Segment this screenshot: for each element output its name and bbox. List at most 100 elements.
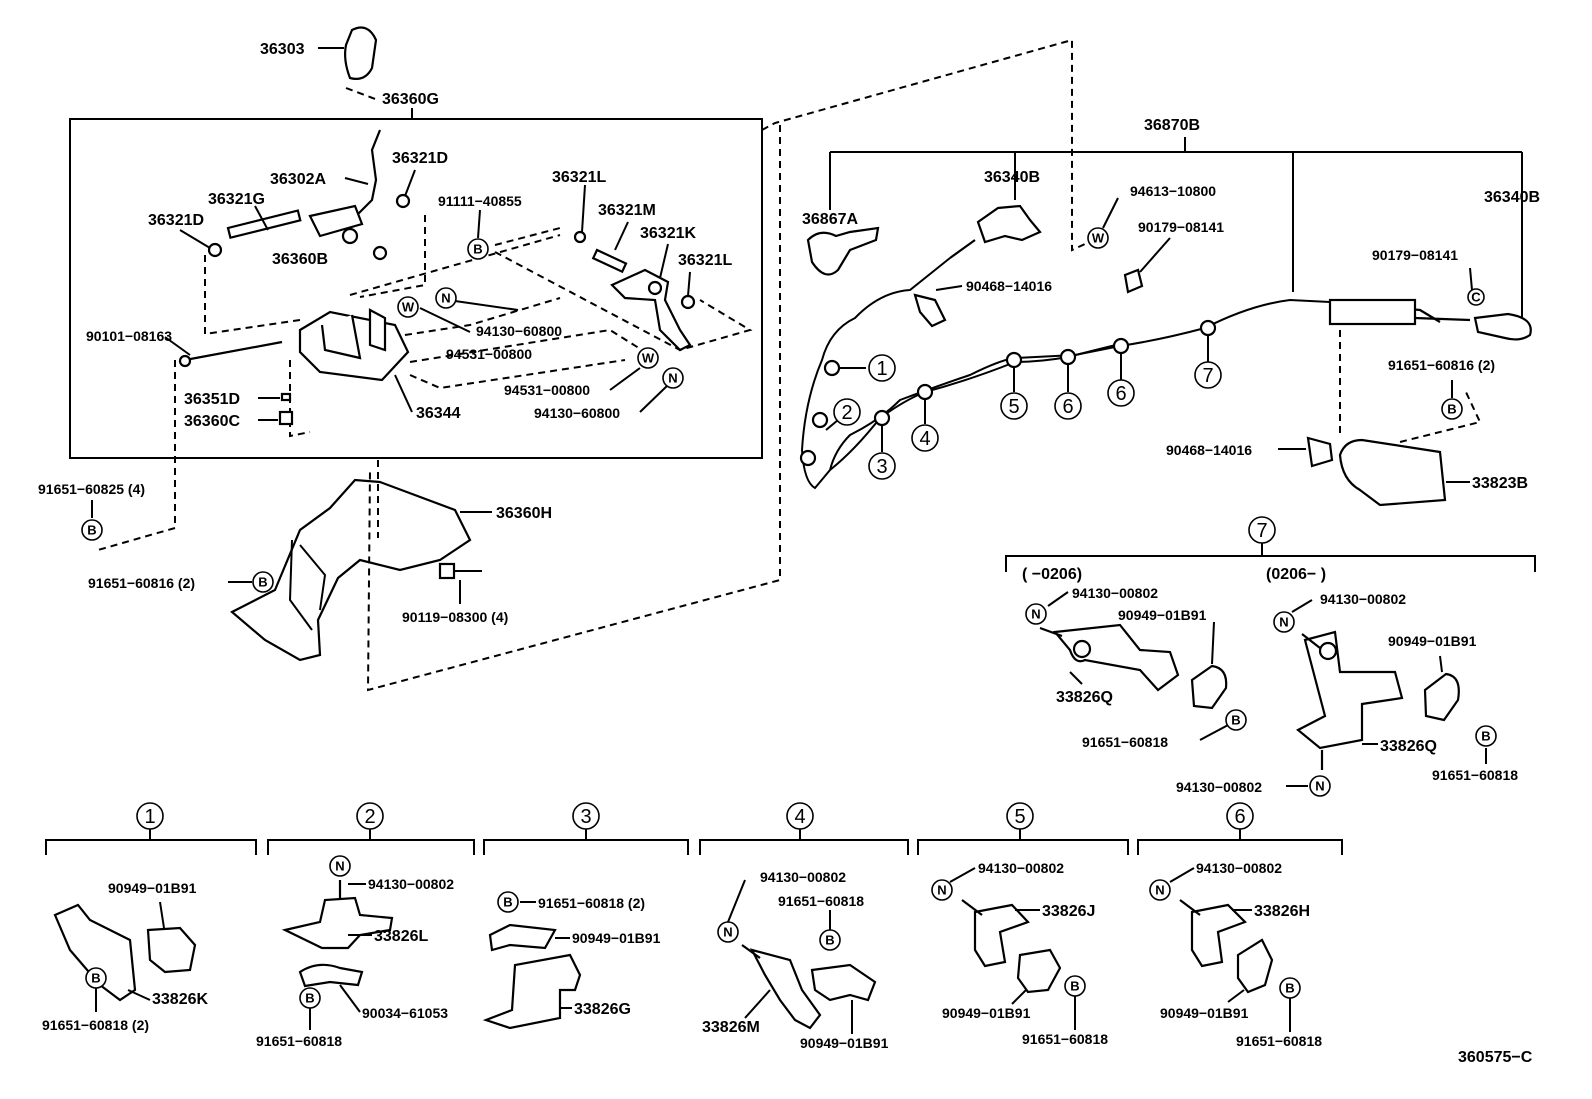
label-g4-90949: 90949−01B91: [800, 1035, 889, 1051]
bracket-fold: [288, 539, 313, 631]
svg-text:W: W: [402, 300, 415, 315]
clamp-33826J: [973, 903, 1030, 968]
svg-text:N: N: [668, 371, 677, 386]
symbol-B-g6: B: [1279, 977, 1301, 999]
label-g6-90949: 90949−01B91: [1160, 1005, 1249, 1021]
svg-text:N: N: [1315, 779, 1324, 794]
symbol-W-94613: W: [1087, 227, 1109, 249]
cable-end-rod-left: [949, 239, 976, 259]
callout-5-group: 5: [1006, 802, 1034, 830]
nut-36321D-left: [207, 242, 223, 258]
label-91651-60816-r: 91651−60816 (2): [1388, 357, 1495, 373]
clip-90468-left: [913, 293, 947, 328]
bolt-head: [178, 354, 192, 368]
bracket-group1: [45, 839, 257, 855]
bracket-group5: [917, 839, 1129, 855]
leader-36321G: [254, 205, 269, 231]
label-g2-94130: 94130−00802: [368, 876, 454, 892]
symbol-N-1: N: [435, 287, 457, 309]
diagram-id: 360575−C: [1458, 1049, 1533, 1066]
label-36321D-b: 36321D: [148, 212, 204, 229]
label-g7-90949-a: 90949−01B91: [1118, 607, 1207, 623]
clamp-33826Q-old-stud: [1039, 626, 1063, 638]
symbol-N-g6: N: [1149, 879, 1171, 901]
leader-36344: [394, 374, 413, 413]
callout-1-cable: 1: [868, 354, 896, 382]
leader-g6-90949: [1227, 989, 1245, 1003]
dash-g: [494, 227, 561, 246]
clamp-33826H: [1190, 903, 1247, 968]
leader-g2-90034: [339, 984, 361, 1013]
label-36321L-b: 36321L: [678, 252, 732, 269]
leader-g7-90949-a: [1211, 621, 1215, 665]
clamp-33826L: [281, 896, 394, 950]
symbol-N-g4: N: [717, 921, 739, 943]
svg-text:N: N: [1279, 615, 1288, 630]
dash-cable-top: [761, 38, 1099, 252]
symbol-N-g7-a: N: [1025, 603, 1047, 625]
leader-g7-94130-a: [1047, 591, 1069, 607]
label-94531-00800-b: 94531−00800: [504, 382, 590, 398]
callout-6-cable-b: 6: [1107, 379, 1135, 407]
label-36360G: 36360G: [382, 91, 439, 108]
svg-text:B: B: [258, 575, 267, 590]
clamp-33826H-stud: [1179, 899, 1201, 916]
symbol-W-2: W: [637, 347, 659, 369]
dash-j: [97, 360, 176, 551]
label-g6-91651: 91651−60818: [1236, 1033, 1322, 1049]
svg-text:N: N: [937, 883, 946, 898]
symbol-N-g2: N: [329, 855, 351, 877]
shift-knob: [344, 26, 378, 80]
label-36360B: 36360B: [272, 251, 328, 268]
label-g1-33826K: 33826K: [152, 991, 208, 1008]
cable-point-7: [1199, 319, 1217, 337]
label-g5-94130: 94130−00802: [978, 860, 1064, 876]
svg-text:7: 7: [1202, 365, 1213, 387]
bracket-group2: [267, 839, 475, 855]
symbol-B-g3: B: [497, 891, 519, 913]
clamp-33826Q-old: [1052, 623, 1180, 692]
leader-g7-91651-a: [1199, 723, 1231, 741]
svg-text:N: N: [335, 859, 344, 874]
lead-c2: [825, 419, 839, 431]
leader-g1-33826K: [127, 989, 151, 1001]
callout-6-cable-a: 6: [1054, 392, 1082, 420]
leader-94613: [1102, 197, 1119, 229]
symbol-B-g7-b: B: [1475, 725, 1497, 747]
clamp-33826M-stud: [741, 944, 761, 959]
callout-4-cable: 4: [911, 424, 939, 452]
label-g3-91651: 91651−60818 (2): [538, 895, 645, 911]
pin-36321M: [591, 248, 628, 274]
callout-4-group: 4: [786, 802, 814, 830]
bracket-36360H: [230, 478, 472, 662]
dash-d: [404, 297, 561, 336]
label-90119-08300: 90119−08300 (4): [402, 609, 508, 625]
callout-1-group: 1: [136, 802, 164, 830]
clip-90949-g5: [1016, 948, 1062, 994]
svg-text:1: 1: [144, 806, 155, 828]
svg-text:B: B: [1070, 979, 1079, 994]
symbol-W-1: W: [397, 296, 419, 318]
svg-text:B: B: [825, 933, 834, 948]
label-g7-right-range: (0206− ): [1266, 566, 1326, 583]
label-36340B-b: 36340B: [1484, 189, 1540, 206]
label-g7-33826Q-b: 33826Q: [1380, 738, 1437, 755]
symbol-N-g5: N: [931, 879, 953, 901]
label-g5-33826J: 33826J: [1042, 903, 1095, 920]
cable-outer: [800, 257, 1331, 490]
callout-3-cable: 3: [868, 452, 896, 480]
base-ear: [368, 308, 387, 352]
label-g1-91651: 91651−60818 (2): [42, 1017, 149, 1033]
label-g7-91651-a: 91651−60818: [1082, 734, 1168, 750]
callout-7-group: 7: [1248, 516, 1276, 544]
label-g2-33826L: 33826L: [374, 928, 428, 945]
symbol-N-g7-c: N: [1309, 775, 1331, 797]
callout-2-cable: 2: [833, 398, 861, 426]
cable-point-4: [916, 383, 934, 401]
svg-text:6: 6: [1062, 396, 1073, 418]
leader-36321M: [614, 221, 629, 251]
clip-90949-g6: [1236, 938, 1274, 994]
label-94613-10800: 94613−10800: [1130, 183, 1216, 199]
symbol-N-2: N: [662, 367, 684, 389]
